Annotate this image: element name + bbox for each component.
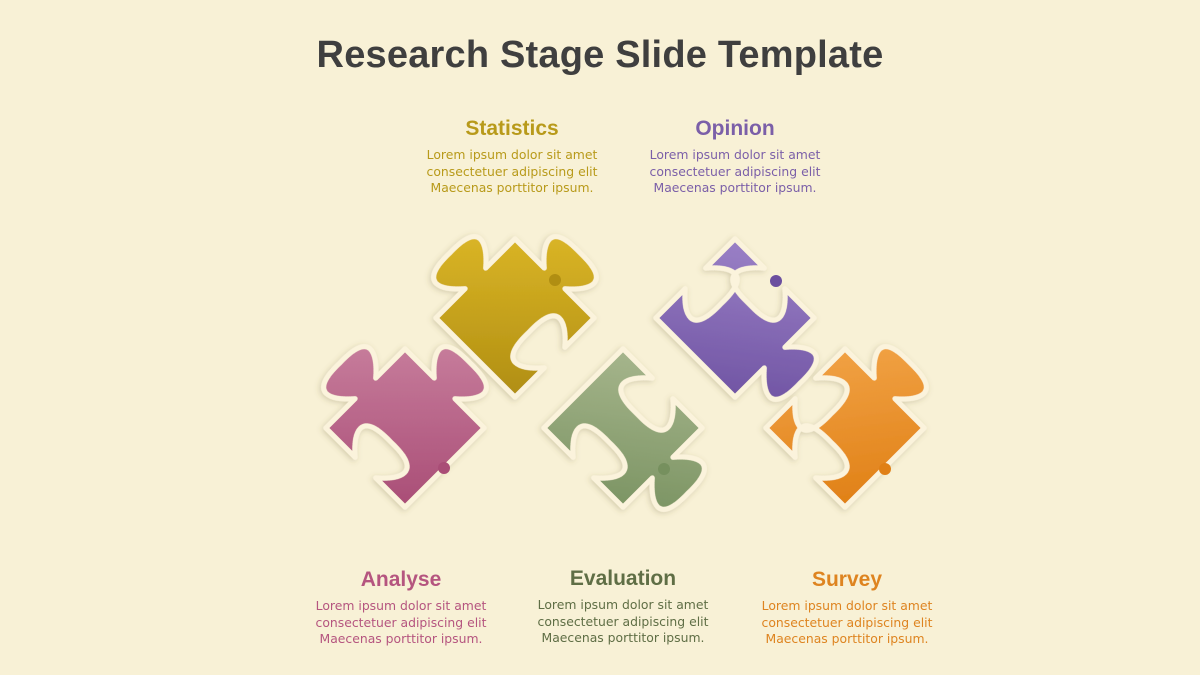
analyse-puzzle-piece	[321, 344, 489, 510]
opinion-label: Opinion Lorem ipsum dolor sit amet conse…	[635, 117, 835, 197]
evaluation-heading: Evaluation	[569, 567, 677, 590]
survey-piece-shape	[763, 344, 929, 510]
opinion-piece-shape	[653, 236, 819, 402]
analyse-line-2: consectetuer adipiscing elit	[315, 614, 487, 630]
analyse-heading: Analyse	[360, 568, 442, 591]
opinion-description: Lorem ipsum dolor sit amet consectetuer …	[635, 147, 835, 197]
statistics-description: Lorem ipsum dolor sit amet consectetuer …	[412, 147, 612, 197]
analyse-label: Analyse Lorem ipsum dolor sit amet conse…	[301, 568, 501, 648]
statistics-label: Statistics Lorem ipsum dolor sit amet co…	[412, 117, 612, 197]
survey-heading: Survey	[811, 568, 883, 591]
opinion-puzzle-piece	[653, 236, 819, 402]
analyse-line-3: Maecenas porttitor ipsum.	[319, 631, 483, 646]
analyse-piece-shape	[321, 344, 489, 510]
evaluation-line-1: Lorem ipsum dolor sit amet	[537, 597, 709, 612]
evaluation-dot-marker	[658, 463, 670, 475]
analyse-dot-marker	[438, 462, 450, 474]
survey-description: Lorem ipsum dolor sit amet consectetuer …	[747, 598, 947, 648]
statistics-line-2: consectetuer adipiscing elit	[426, 163, 598, 179]
evaluation-label: Evaluation Lorem ipsum dolor sit amet co…	[523, 567, 723, 647]
opinion-dot-marker	[770, 275, 782, 287]
opinion-line-2: consectetuer adipiscing elit	[649, 163, 821, 179]
survey-puzzle-piece	[763, 344, 929, 510]
survey-line-3: Maecenas porttitor ipsum.	[765, 631, 929, 646]
slide-title: Research Stage Slide Template	[316, 34, 884, 76]
statistics-line-3: Maecenas porttitor ipsum.	[430, 180, 594, 195]
survey-dot-marker	[879, 463, 891, 475]
analyse-line-1: Lorem ipsum dolor sit amet	[315, 598, 487, 613]
opinion-heading: Opinion	[695, 117, 775, 140]
opinion-line-1: Lorem ipsum dolor sit amet	[649, 147, 821, 162]
evaluation-line-2: consectetuer adipiscing elit	[537, 613, 709, 629]
survey-line-2: consectetuer adipiscing elit	[761, 614, 933, 630]
statistics-dot-marker	[549, 274, 561, 286]
statistics-heading: Statistics	[465, 117, 559, 140]
evaluation-line-3: Maecenas porttitor ipsum.	[541, 630, 705, 645]
survey-label: Survey Lorem ipsum dolor sit amet consec…	[747, 568, 947, 648]
evaluation-puzzle-piece	[541, 346, 707, 512]
analyse-description: Lorem ipsum dolor sit amet consectetuer …	[301, 598, 501, 648]
evaluation-piece-shape	[541, 346, 707, 512]
opinion-line-3: Maecenas porttitor ipsum.	[653, 180, 817, 195]
statistics-line-1: Lorem ipsum dolor sit amet	[426, 147, 598, 162]
evaluation-description: Lorem ipsum dolor sit amet consectetuer …	[523, 597, 723, 647]
survey-line-1: Lorem ipsum dolor sit amet	[761, 598, 933, 613]
